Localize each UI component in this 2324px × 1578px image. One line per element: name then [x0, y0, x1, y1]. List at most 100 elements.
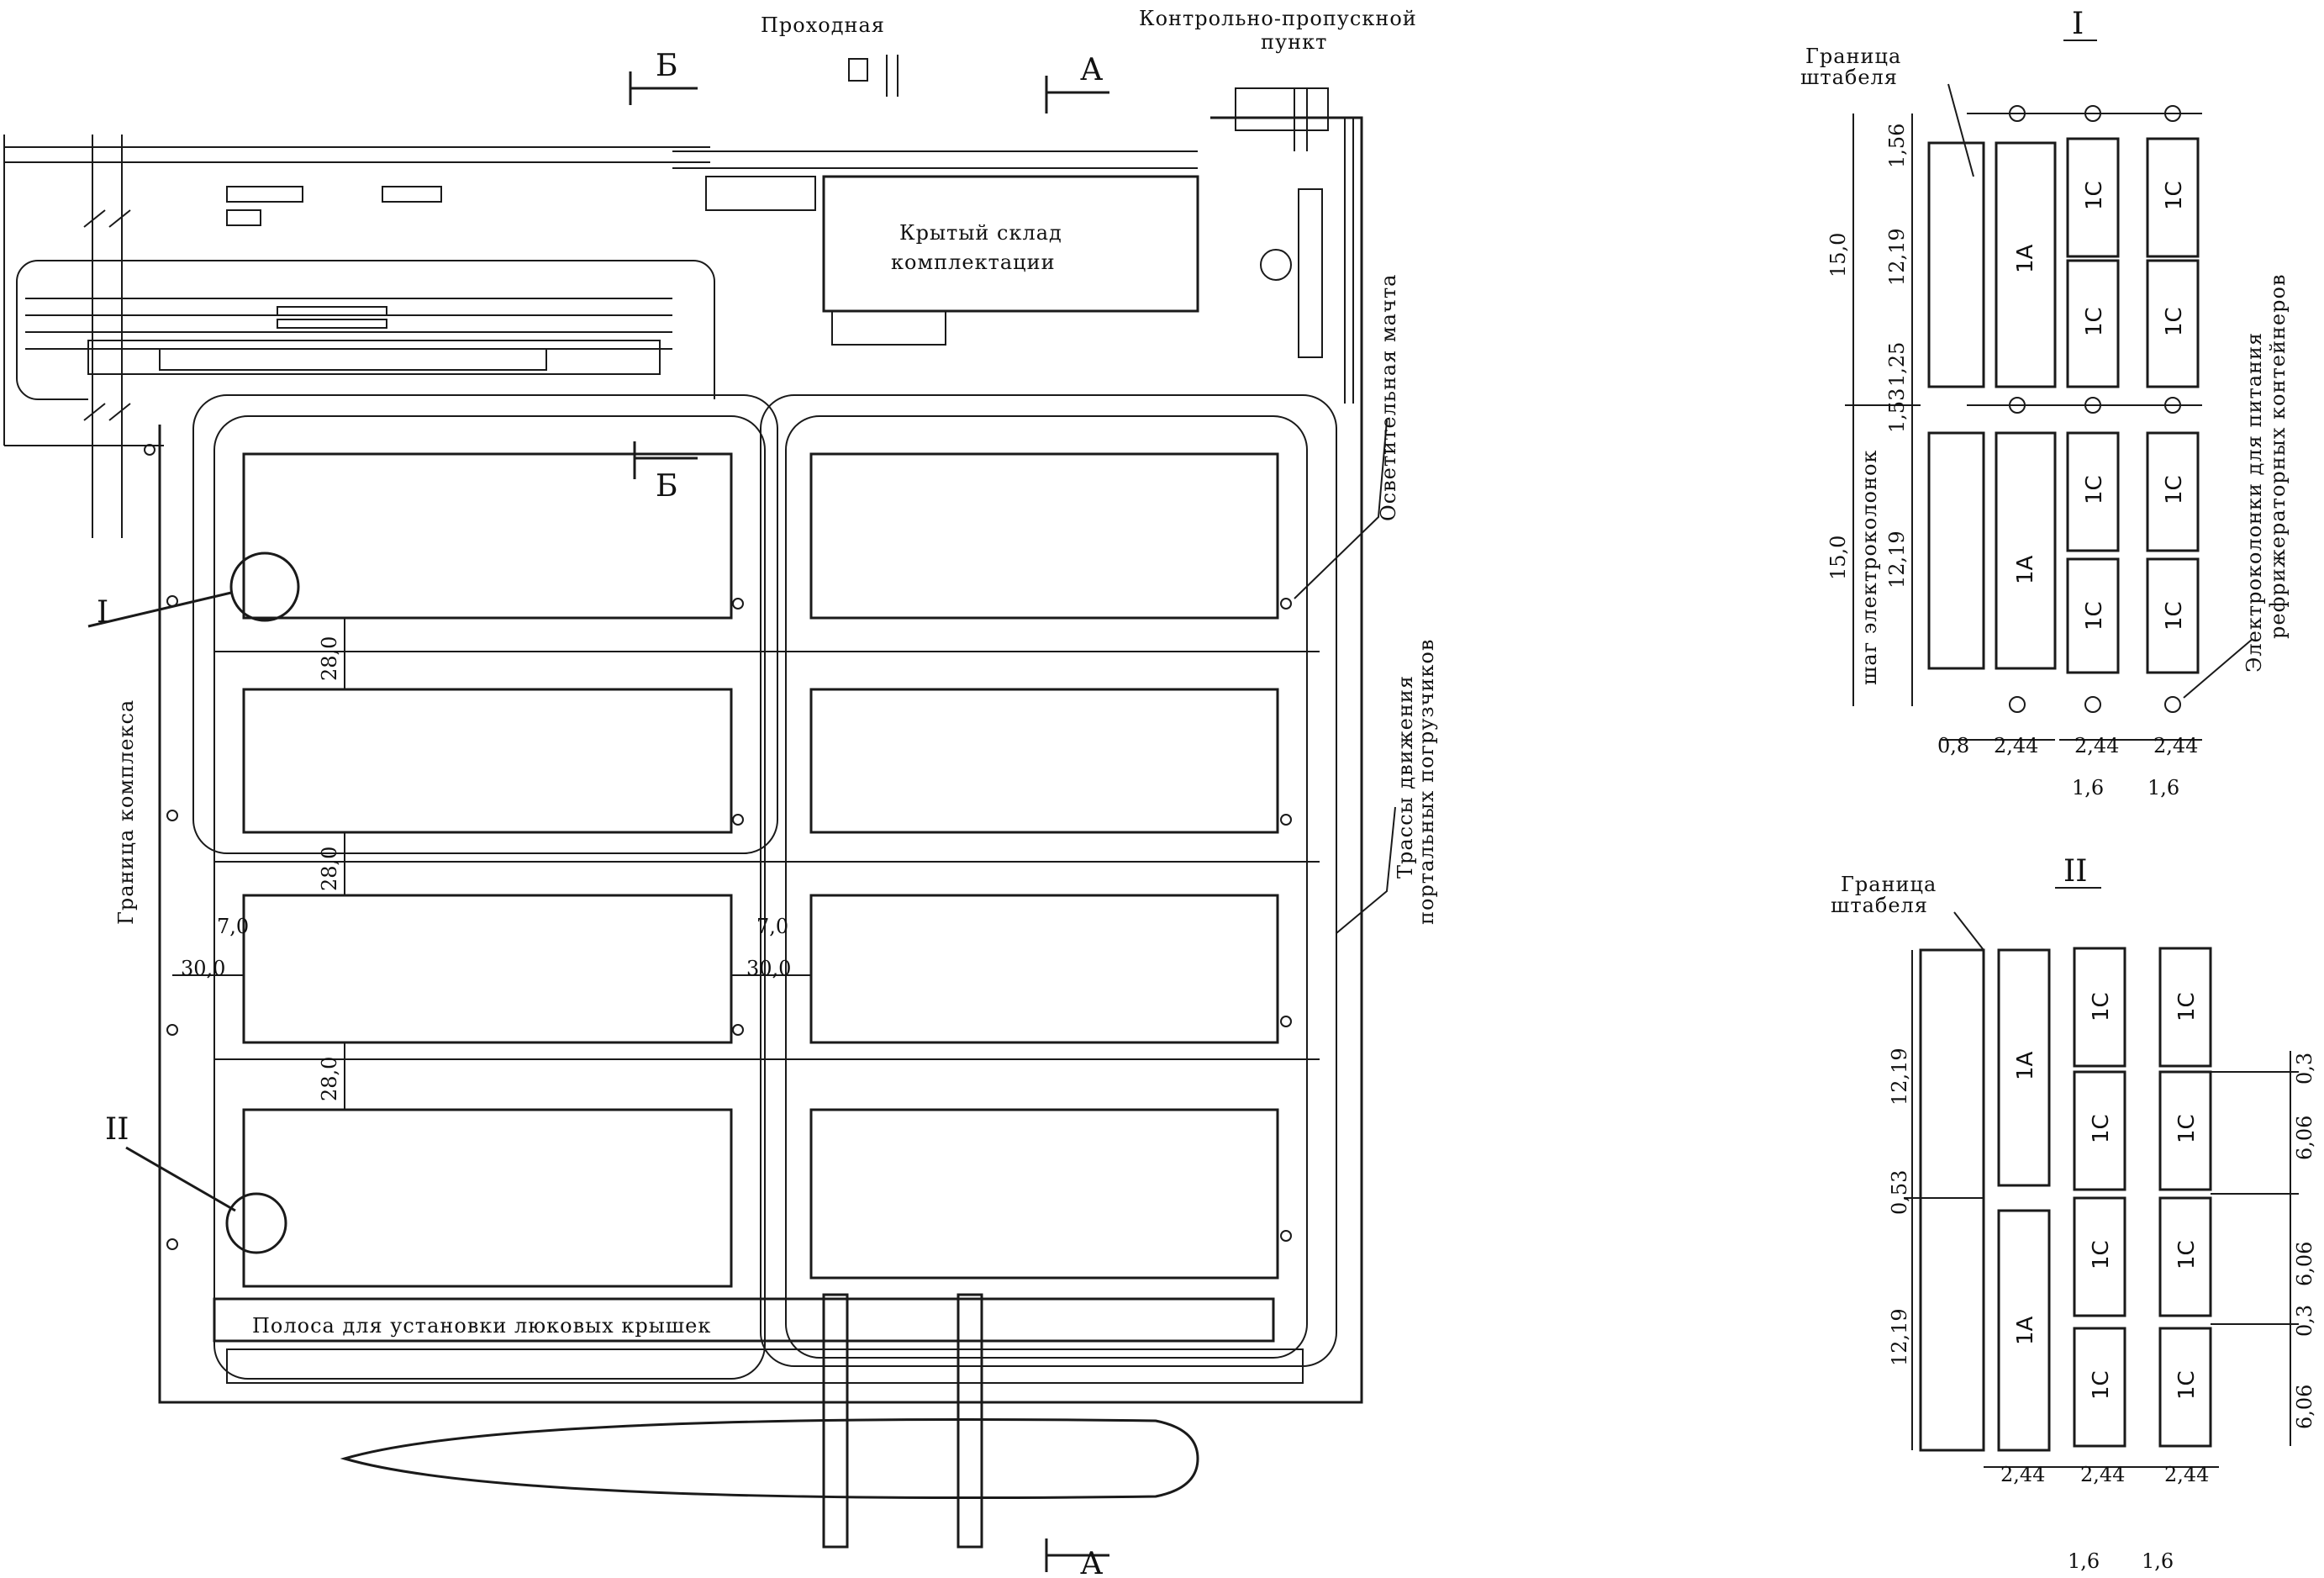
d2-container-7: 1С — [2089, 1240, 2114, 1269]
detail-one-vertical-label: шаг электроколонок — [1858, 450, 1881, 685]
section-marker-a-bottom — [1045, 1538, 1109, 1572]
d1-container-10: 1С — [2162, 601, 2187, 631]
callout-one — [87, 552, 300, 628]
complex-boundary — [158, 116, 1363, 1404]
d1-container-7: 1С — [2082, 475, 2107, 504]
dim-side-right: 7,0 — [756, 915, 788, 938]
d2-dim-left-1: 12,19 — [1888, 1048, 1911, 1106]
d1-dim-mid-5: 12,19 — [1885, 530, 1909, 588]
storage-block-6 — [809, 894, 1279, 1044]
d1-dim-left-1: 15,0 — [1826, 233, 1850, 277]
section-marker-b-mid — [633, 441, 698, 479]
d1-container-5: 1С — [2162, 307, 2187, 336]
d2-container-2: 1С — [2089, 992, 2114, 1021]
section-a-bottom-label: А — [1080, 1547, 1103, 1578]
checkpoint-main — [1235, 87, 1354, 404]
d2-dim-bottom-1: 2,44 — [2000, 1463, 2045, 1486]
hatch-strip-label: Полоса для установки люковых крышек — [252, 1314, 711, 1338]
d1-container-6: 1А — [2013, 555, 2038, 584]
d2-dim-right-1: 0,3 — [2293, 1053, 2316, 1085]
detail-two-boundary-line2: штабеля — [1831, 894, 1928, 917]
d1-dim-left-2: 15,0 — [1826, 536, 1850, 580]
loader-route-leader — [1336, 806, 1396, 934]
d1-dim-bottom-3: 2,44 — [2074, 734, 2119, 757]
loader-routes-label-line2: портальных погрузчиков — [1415, 639, 1438, 925]
d2-dim-right-5: 6,06 — [2293, 1385, 2316, 1429]
d2-container-5: 1С — [2174, 1114, 2200, 1143]
terminal-site-plan: Проходная Контрольно-пропускной пункт Кр… — [3, 7, 1438, 1578]
d1-dim-mid-1: 1,56 — [1885, 124, 1909, 168]
detail-one-side-label-line2: рефрижераторных контейнеров — [2266, 274, 2290, 639]
d2-dim-right-4: 0,3 — [2293, 1305, 2316, 1337]
d1-dim-mid-3: 1,25 — [1885, 342, 1909, 387]
d1-dim-gap-1: 1,6 — [2072, 776, 2104, 800]
d2-dim-right-2: 6,06 — [2293, 1116, 2316, 1160]
callout-two — [125, 1146, 287, 1254]
detail-two-dimension-lines — [1904, 950, 2299, 1468]
detail-one-boundary-line2: штабеля — [1800, 66, 1898, 89]
section-marker-a-top — [1045, 76, 1109, 113]
dimension-lines — [172, 618, 811, 1110]
d2-dim-left-3: 12,19 — [1888, 1308, 1911, 1366]
loader-routes-label-line1: Трассы движения — [1394, 675, 1417, 879]
detail-two: II Граница штабеля 1А 1С 1С 1С 1С 1А 1С … — [1831, 854, 2316, 1573]
detail-two-containers — [1997, 947, 2212, 1452]
d1-container-4: 1С — [2162, 181, 2187, 210]
d2-container-4: 1С — [2089, 1114, 2114, 1143]
d2-container-8: 1С — [2174, 1240, 2200, 1269]
storage-block-3 — [242, 688, 733, 834]
dim-inner-left: 30,0 — [181, 957, 225, 980]
section-b-top-label: Б — [656, 49, 677, 83]
d1-container-2: 1С — [2082, 181, 2107, 210]
lighting-masts — [144, 444, 1292, 1250]
section-marker-b-top — [629, 71, 698, 105]
detail-one-title: I — [2072, 7, 2084, 41]
d1-dim-gap-2: 1,6 — [2147, 776, 2179, 800]
callout-one-label: I — [97, 595, 108, 630]
d1-dim-mid-2: 12,19 — [1885, 228, 1909, 286]
dim-gap-1: 28,0 — [318, 636, 341, 681]
storage-block-2 — [809, 452, 1279, 620]
complex-boundary-label: Граница комплекса — [114, 699, 138, 925]
d2-container-9: 1С — [2089, 1370, 2114, 1400]
d2-container-1: 1А — [2013, 1051, 2038, 1080]
detail-one-containers — [1995, 137, 2200, 674]
detail-one: I Граница штабеля 1А 1С 1С 1С 1С 1А 1С 1… — [1800, 7, 2290, 800]
d1-dim-bottom-2: 2,44 — [1994, 734, 2038, 757]
storage-block-4 — [809, 688, 1279, 834]
callout-two-label: II — [105, 1112, 129, 1147]
lighting-mast-label: Осветительная мачта — [1377, 274, 1400, 521]
d2-container-10: 1С — [2174, 1370, 2200, 1400]
storage-block-1 — [242, 452, 733, 620]
section-b-mid-label: Б — [656, 469, 677, 504]
d1-dim-mid-4: 1,53 — [1885, 388, 1909, 433]
detail-one-boundary-line1: Граница — [1805, 45, 1901, 68]
d2-dim-left-2: 0,53 — [1888, 1170, 1911, 1215]
detail-two-boundary-line1: Граница — [1841, 873, 1937, 896]
warehouse-label-line1: Крытый склад — [899, 221, 1062, 245]
d1-dim-bottom-1: 0,8 — [1937, 734, 1969, 757]
dim-side-left: 7,0 — [217, 915, 249, 938]
detail-two-title: II — [2063, 854, 2087, 889]
d2-dim-gap-1: 1,6 — [2068, 1549, 2100, 1573]
lighting-mast-leader — [1294, 420, 1388, 599]
dim-inner-right: 30,0 — [746, 957, 791, 980]
checkpoint-small — [848, 55, 899, 97]
detail-one-side-label-line1: Электроколонки для питания — [2242, 332, 2266, 673]
storage-block-8 — [809, 1108, 1279, 1280]
hatch-cover-strip — [213, 1297, 1304, 1384]
d1-container-9: 1С — [2162, 475, 2187, 504]
covered-warehouse — [672, 150, 1199, 346]
d1-container-3: 1С — [2082, 307, 2107, 336]
d2-container-6: 1А — [2013, 1316, 2038, 1345]
checkpoint-main-label-line1: Контрольно-пропускной — [1139, 7, 1417, 30]
detail-one-power-columns — [1967, 105, 2253, 713]
section-a-top-label: А — [1080, 53, 1103, 87]
d2-dim-gap-2: 1,6 — [2142, 1549, 2174, 1573]
loader-route-loops — [192, 394, 1337, 1380]
dim-gap-3: 28,0 — [318, 1057, 341, 1101]
storage-block-5 — [242, 894, 733, 1044]
warehouse-label-line2: комплектации — [891, 251, 1056, 274]
storage-block-7 — [242, 1108, 733, 1288]
